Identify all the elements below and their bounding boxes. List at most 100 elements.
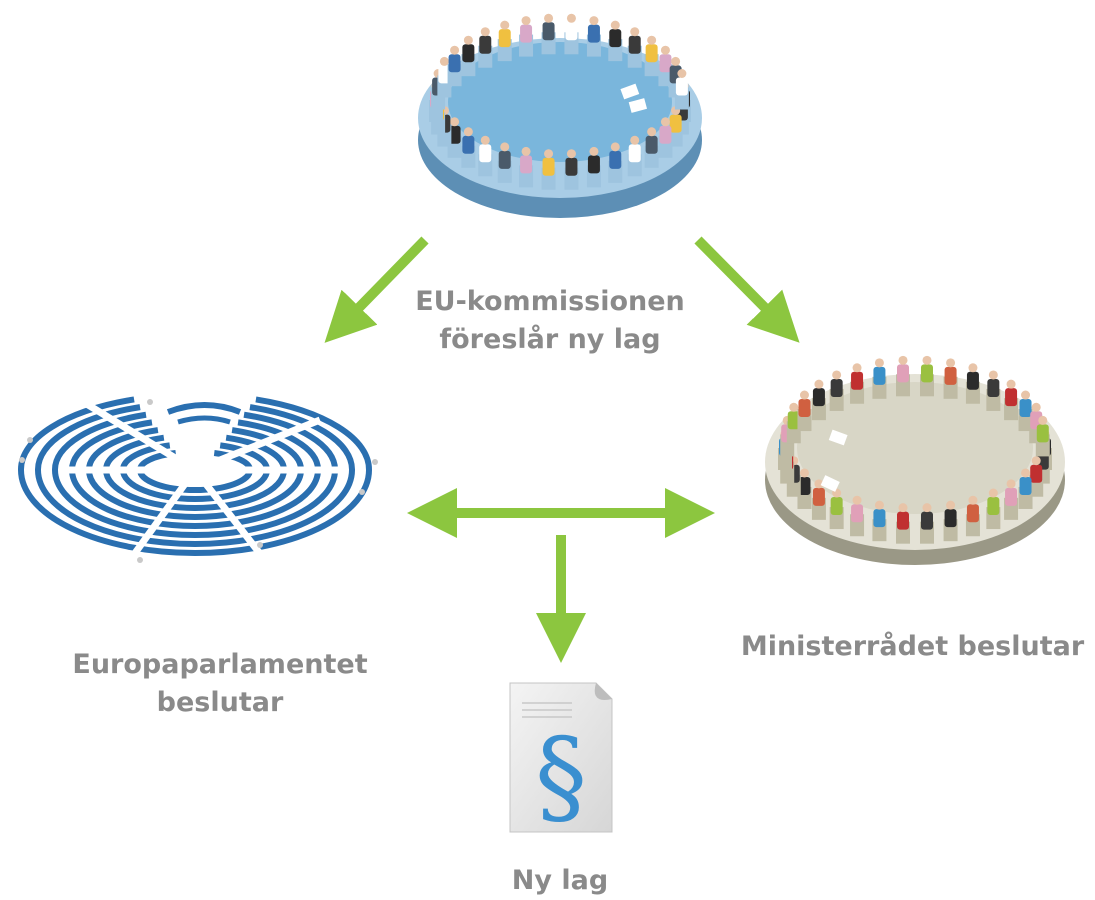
person-head (521, 16, 531, 26)
person-head (480, 27, 490, 37)
person-head (589, 146, 599, 156)
person-head (1038, 415, 1048, 425)
seated-person (812, 487, 825, 506)
parliament-label: Europaparlamentet beslutar (60, 646, 380, 722)
hemicycle-seat-row (103, 469, 287, 511)
seated-person (542, 157, 555, 176)
seated-person (944, 509, 957, 528)
person-head (968, 363, 978, 373)
seated-person (798, 399, 811, 418)
person-head (566, 13, 576, 23)
hemicycle-seat-row (35, 469, 355, 547)
person-head (589, 16, 599, 26)
arrow-commission-to-parliament (324, 236, 429, 343)
seated-person (448, 54, 461, 73)
person-head (799, 390, 809, 400)
hemicycle-seat-row (255, 396, 373, 471)
person-head (677, 69, 687, 79)
commission-label-line1: EU-kommissionen (415, 286, 685, 317)
person-head (1021, 468, 1031, 478)
council-label-text: Ministerrådet beslutar (740, 631, 1085, 662)
person-head (566, 149, 576, 159)
section-sign-icon: § (535, 715, 587, 837)
hemicycle-seat-row (68, 419, 153, 471)
person-head (630, 135, 640, 145)
person-head (544, 13, 554, 23)
commission-table-icon (418, 13, 702, 218)
seated-person (812, 388, 825, 407)
person-head (463, 35, 473, 45)
person-head (1006, 479, 1016, 489)
person-head (898, 503, 908, 513)
person-head (814, 379, 824, 389)
new-law-label: Ny lag (460, 862, 660, 900)
seated-person (498, 150, 511, 169)
seated-person (462, 44, 475, 63)
person-head (874, 500, 884, 510)
seated-person (609, 29, 622, 48)
person-head (1031, 456, 1041, 466)
seated-person (669, 114, 682, 133)
person-head (988, 370, 998, 380)
seated-person (1005, 388, 1018, 407)
seated-person (873, 366, 886, 385)
seated-person (966, 504, 979, 523)
seated-person (587, 155, 600, 174)
seated-person (987, 378, 1000, 397)
seated-person (498, 29, 511, 48)
person-head (1031, 402, 1041, 412)
person-head (630, 27, 640, 37)
person-head (1006, 379, 1016, 389)
seated-person (987, 497, 1000, 516)
hemicycle-seat-row (69, 469, 321, 529)
person-head (922, 355, 932, 365)
person-head (799, 468, 809, 478)
parliament-label-line1: Europaparlamentet (72, 649, 368, 680)
person-head (852, 363, 862, 373)
person-head (988, 488, 998, 498)
person-head (832, 370, 842, 380)
person-head (946, 358, 956, 368)
seated-person (1036, 424, 1049, 443)
seated-person (920, 511, 933, 530)
seated-person (920, 364, 933, 383)
person-head (450, 45, 460, 55)
seated-person (448, 125, 461, 144)
seated-person (830, 497, 843, 516)
seated-person (479, 35, 492, 54)
hemicycle-seat-row (249, 404, 356, 471)
person-head (610, 20, 620, 30)
hemicycle-seat-row (52, 469, 338, 538)
person-head (874, 358, 884, 368)
person-head (647, 127, 657, 137)
seated-person (520, 24, 533, 43)
commission-label-line2: föreslår ny lag (439, 324, 661, 355)
seated-person (897, 364, 910, 383)
person-head (500, 142, 510, 152)
person-head (500, 20, 510, 30)
person-head (968, 495, 978, 505)
seated-person (1005, 487, 1018, 506)
parliament-label-line2: beslutar (156, 687, 284, 718)
seated-person (520, 155, 533, 174)
arrow-commission-to-council (694, 236, 800, 343)
commission-label: EU-kommissionen föreslår ny lag (400, 283, 700, 359)
seated-person (798, 476, 811, 495)
seated-person (851, 371, 864, 390)
person-head (463, 127, 473, 137)
person-head (660, 45, 670, 55)
hemicycle-seat-row (86, 469, 304, 520)
seated-person (897, 511, 910, 530)
hemicycle-seat-row (231, 427, 305, 471)
person-head (1021, 390, 1031, 400)
hemicycle-seat-row (18, 469, 372, 556)
person-head (647, 35, 657, 45)
seated-person (851, 504, 864, 523)
council-label: Ministerrådet beslutar (730, 628, 1095, 666)
seated-person (659, 125, 672, 144)
person-head (922, 503, 932, 513)
hemicycle-seat-row (243, 411, 339, 471)
seated-person (1030, 464, 1043, 483)
new-law-label-text: Ny lag (511, 865, 609, 896)
person-head (544, 149, 554, 159)
